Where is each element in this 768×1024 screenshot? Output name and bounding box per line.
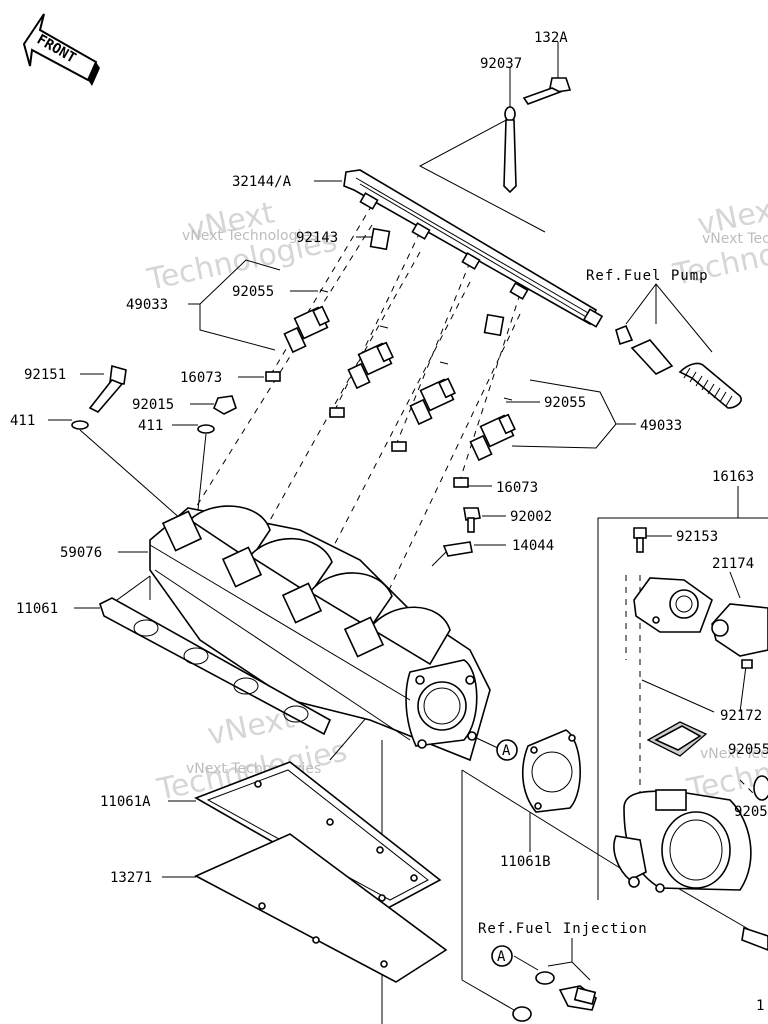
part-label-92015: 92015 (132, 397, 174, 413)
intake-manifold (149, 505, 491, 762)
callout-a-injection: A (491, 945, 513, 967)
washer-411-a (71, 420, 89, 430)
callout-letter: A (502, 743, 511, 759)
part-label-16163: 16163 (712, 469, 754, 485)
pin-92037 (503, 106, 517, 194)
idle-valve-21174 (711, 603, 768, 669)
injector-3 (409, 377, 456, 426)
gasket-11061B (521, 729, 581, 813)
front-arrow-icon: FRONT (22, 13, 100, 86)
watermark-text: vNext Technologies (700, 746, 768, 762)
shaft-bolt (741, 926, 768, 951)
part-labels: 132A 92037 32144/A 92143 92055 49033 921… (10, 30, 768, 1014)
gasket-11061A (194, 761, 442, 909)
part-label-32144A: 32144/A (232, 174, 292, 190)
clamp-14044 (431, 541, 473, 567)
part-label-49033-right: 49033 (640, 418, 682, 434)
nut-92015 (213, 395, 237, 415)
bolt-92002 (463, 507, 481, 533)
seals (265, 227, 513, 488)
part-label-11061A: 11061A (100, 794, 151, 810)
injector-2 (347, 341, 394, 390)
washer-411-b (197, 424, 215, 434)
part-label-92057: 92057 (734, 804, 768, 820)
sensor-bracket (633, 577, 713, 633)
part-label-49033-left: 49033 (126, 297, 168, 313)
gasket-11061 (99, 597, 332, 736)
fuel-hose (615, 324, 742, 409)
part-label-92055-right: 92055 (544, 395, 586, 411)
part-label-411-a: 411 (10, 413, 35, 429)
watermark-text: vNext Technologies (182, 228, 317, 244)
part-label-21174: 21174 (712, 556, 754, 572)
bolt-132A (522, 77, 572, 105)
part-label-92153: 92153 (676, 529, 718, 545)
part-label-11061: 11061 (16, 601, 58, 617)
part-label-92151: 92151 (24, 367, 66, 383)
bolt-92151 (88, 364, 127, 413)
bolt-92153 (633, 527, 647, 553)
watermark-text: vNext Technologies (702, 231, 768, 247)
oring-92057 (753, 775, 768, 801)
callout-letter: A (497, 949, 506, 965)
part-label-16073-left: 16073 (180, 370, 222, 386)
part-label-92002: 92002 (510, 509, 552, 525)
part-label-59076: 59076 (60, 545, 102, 561)
part-label-1: 1 (756, 998, 764, 1014)
part-label-92037: 92037 (480, 56, 522, 72)
throttle-body-assembly (613, 527, 768, 951)
part-label-92055-left: 92055 (232, 284, 274, 300)
gasket-92055 (646, 721, 708, 757)
ref-fuel-pump: Ref.Fuel Pump (586, 268, 709, 284)
part-label-132A: 132A (534, 30, 568, 46)
part-label-92055-throttle: 92055 (728, 742, 768, 758)
part-label-411-b: 411 (138, 418, 163, 434)
part-label-92172: 92172 (720, 708, 762, 724)
callout-a-manifold: A (496, 739, 518, 761)
part-label-11061B: 11061B (500, 854, 551, 870)
cover-13271 (194, 833, 448, 983)
fuel-injection-sensor (512, 971, 597, 1022)
part-label-92143: 92143 (296, 230, 338, 246)
injector-1 (283, 305, 330, 354)
throttle-body (613, 789, 752, 893)
part-label-13271: 13271 (110, 870, 152, 886)
part-label-14044: 14044 (512, 538, 554, 554)
injectors (283, 305, 516, 462)
injector-4 (469, 413, 516, 462)
part-label-16073-right: 16073 (496, 480, 538, 496)
fuel-rail (343, 169, 604, 328)
ref-fuel-injection: Ref.Fuel Injection (478, 921, 648, 937)
